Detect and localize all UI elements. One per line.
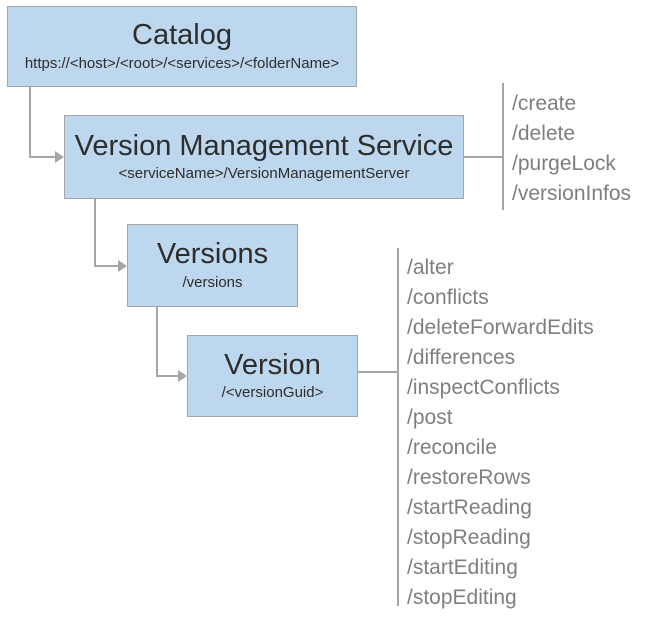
connector-vms-to-versions-horizontal — [94, 265, 119, 267]
vms-operations-list: /create/delete/purgeLock/versionInfos — [512, 89, 631, 209]
connector-vms-to-versions-vertical — [94, 199, 96, 267]
vms-operation-item: /delete — [512, 122, 576, 145]
version-operation-item: /stopEditing — [407, 586, 517, 609]
connector-catalog-to-vms-horizontal — [29, 156, 56, 158]
node-versions: Versions /versions — [127, 224, 298, 307]
node-version-path: /<versionGuid> — [221, 384, 324, 402]
version-operation-item: /startReading — [407, 496, 532, 519]
version-operation-item: /inspectConflicts — [407, 376, 560, 399]
version-operation-item: /reconcile — [407, 436, 497, 459]
version-operation-item: /restoreRows — [407, 466, 531, 489]
node-version-title: Version — [224, 348, 321, 381]
connector-versions-to-version-vertical — [156, 307, 158, 377]
node-vms-title: Version Management Service — [74, 129, 454, 162]
arrowhead-into-version — [178, 370, 187, 382]
vms-operations-rule — [502, 83, 504, 210]
connector-versions-to-version-horizontal — [156, 375, 179, 377]
version-operation-item: /stopReading — [407, 526, 531, 549]
connector-vms-to-operations — [464, 156, 503, 158]
node-versions-path: /versions — [182, 273, 243, 291]
arrowhead-into-versions — [118, 260, 127, 272]
node-versions-title: Versions — [156, 238, 269, 271]
version-operation-item: /startEditing — [407, 556, 518, 579]
version-operation-item: /alter — [407, 256, 454, 279]
node-catalog-title: Catalog — [132, 19, 232, 52]
vms-operation-item: /versionInfos — [512, 182, 632, 205]
node-version: Version /<versionGuid> — [187, 335, 358, 417]
version-operations-rule — [397, 248, 399, 606]
version-operation-item: /deleteForwardEdits — [407, 316, 594, 339]
node-version-management-service: Version Management Service <serviceName>… — [64, 115, 464, 199]
node-catalog: Catalog https://<host>/<root>/<services>… — [7, 6, 357, 87]
node-vms-path: <serviceName>/VersionManagementServer — [118, 165, 410, 183]
version-operation-item: /conflicts — [407, 286, 489, 309]
connector-catalog-to-vms-vertical — [29, 87, 31, 158]
arrowhead-into-vms — [55, 151, 64, 163]
connector-version-to-operations — [357, 371, 398, 373]
version-operations-list: /alter/conflicts/deleteForwardEdits/diff… — [407, 253, 594, 613]
version-operation-item: /post — [407, 406, 453, 429]
version-operation-item: /differences — [407, 346, 516, 369]
vms-operation-item: /create — [512, 92, 577, 115]
vms-operation-item: /purgeLock — [512, 152, 616, 175]
node-catalog-url: https://<host>/<root>/<services>/<folder… — [24, 54, 340, 72]
